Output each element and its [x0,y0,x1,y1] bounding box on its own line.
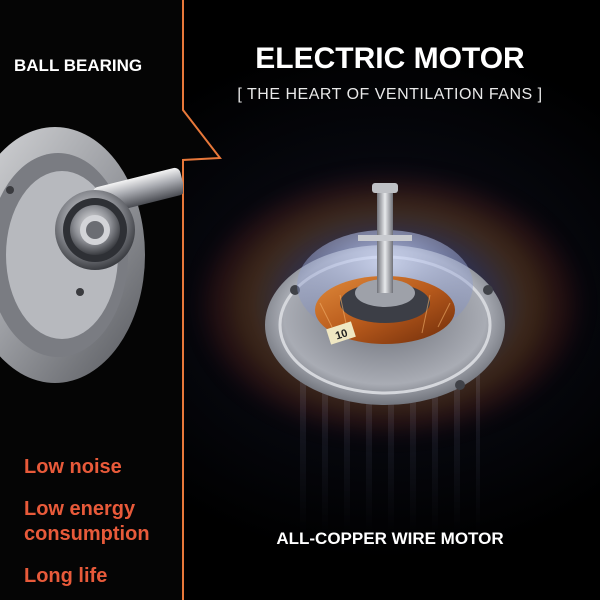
ball-bearing-icon [0,127,183,383]
feature-low-noise: Low noise [24,455,122,480]
feature-low-energy: Low energy consumption [24,497,150,547]
page-subtitle: [ THE HEART OF VENTILATION FANS ] [237,86,543,103]
motor-icon: 10 [265,183,505,405]
feature-line: Low noise [24,456,122,478]
feature-line: Long life [24,565,108,587]
callout-label: BALL BEARING [14,56,143,75]
page-title: ELECTRIC MOTOR [255,42,525,75]
feature-line: consumption [24,523,150,545]
feature-long-life: Long life [24,564,107,589]
coil-mark: 10 [334,327,349,342]
motor-label: ALL-COPPER WIRE MOTOR [276,529,504,548]
feature-line: Low energy [24,498,136,520]
